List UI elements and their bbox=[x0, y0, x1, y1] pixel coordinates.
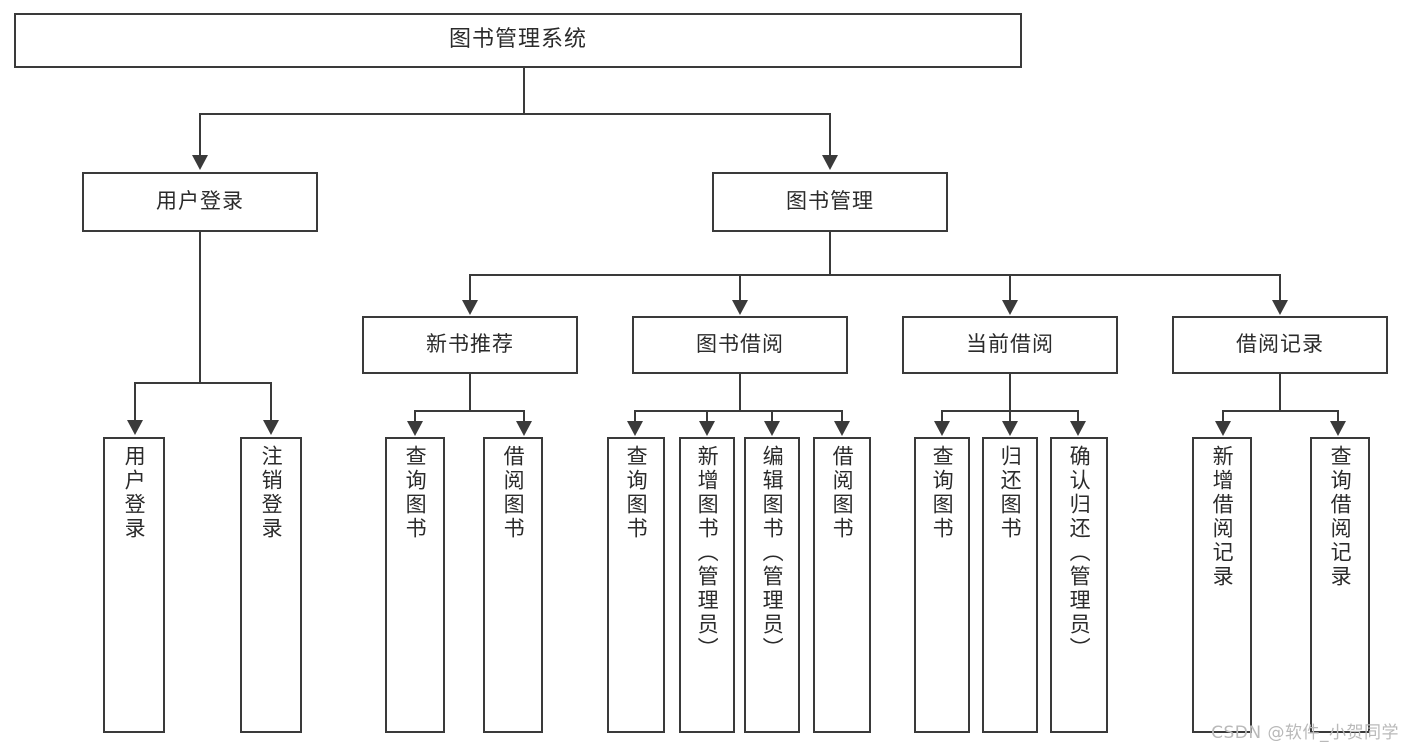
arrow-book-borrow-leaf-2 bbox=[699, 421, 715, 436]
node-label: 查询图书 bbox=[403, 445, 428, 541]
node-label: 图书管理系统 bbox=[448, 27, 587, 53]
arrow-book-mgmt-to-new-book bbox=[462, 300, 478, 315]
arrow-new-book-leaf-2 bbox=[516, 421, 532, 436]
connector-book-borrow-stem bbox=[739, 374, 741, 410]
arrow-root-to-user-login bbox=[192, 155, 208, 170]
node-current-borrow[interactable]: 当前借阅 bbox=[902, 316, 1118, 374]
node-book-borrow[interactable]: 图书借阅 bbox=[632, 316, 848, 374]
node-borrow-record[interactable]: 借阅记录 bbox=[1172, 316, 1388, 374]
leaf-book-borrow-query[interactable]: 查询图书 bbox=[607, 437, 665, 733]
node-label: 新增图书（管理员） bbox=[695, 445, 720, 661]
node-label: 编辑图书（管理员） bbox=[760, 445, 785, 661]
leaf-user-login-login[interactable]: 用户登录 bbox=[103, 437, 165, 733]
connector-book-mgmt-drop-4 bbox=[1279, 274, 1281, 302]
connector-new-book-stem bbox=[469, 374, 471, 410]
connector-current-borrow-drop-2 bbox=[1009, 410, 1011, 424]
node-book-management[interactable]: 图书管理 bbox=[712, 172, 948, 232]
node-label: 用户登录 bbox=[156, 189, 244, 214]
connector-book-mgmt-bus bbox=[469, 274, 1280, 276]
leaf-new-book-borrow[interactable]: 借阅图书 bbox=[483, 437, 543, 733]
node-label: 借阅图书 bbox=[830, 445, 855, 541]
connector-user-login-stem bbox=[199, 232, 201, 382]
leaf-current-borrow-confirm[interactable]: 确认归还（管理员） bbox=[1050, 437, 1108, 733]
leaf-book-borrow-borrow[interactable]: 借阅图书 bbox=[813, 437, 871, 733]
node-label: 确认归还（管理员） bbox=[1067, 445, 1092, 661]
node-label: 新增借阅记录 bbox=[1210, 445, 1235, 589]
connector-root-bus bbox=[199, 113, 831, 115]
leaf-book-borrow-edit[interactable]: 编辑图书（管理员） bbox=[744, 437, 800, 733]
connector-book-borrow-drop-1 bbox=[634, 410, 636, 424]
connector-user-login-bus bbox=[134, 382, 270, 384]
arrow-book-borrow-leaf-4 bbox=[834, 421, 850, 436]
node-label: 借阅图书 bbox=[501, 445, 526, 541]
connector-borrow-record-bus bbox=[1222, 410, 1339, 412]
arrow-book-borrow-leaf-1 bbox=[627, 421, 643, 436]
connector-book-borrow-drop-3 bbox=[771, 410, 773, 424]
leaf-new-book-query[interactable]: 查询图书 bbox=[385, 437, 445, 733]
connector-book-borrow-drop-4 bbox=[841, 410, 843, 424]
leaf-book-borrow-add[interactable]: 新增图书（管理员） bbox=[679, 437, 735, 733]
arrow-root-to-book-mgmt bbox=[822, 155, 838, 170]
connector-root-stem bbox=[523, 68, 525, 113]
leaf-current-borrow-query[interactable]: 查询图书 bbox=[914, 437, 970, 733]
arrow-current-borrow-leaf-2 bbox=[1002, 421, 1018, 436]
connector-borrow-record-drop-1 bbox=[1222, 410, 1224, 424]
arrow-current-borrow-leaf-1 bbox=[934, 421, 950, 436]
connector-current-borrow-stem bbox=[1009, 374, 1011, 410]
node-label: 借阅记录 bbox=[1236, 332, 1324, 357]
connector-book-mgmt-drop-2 bbox=[739, 274, 741, 302]
node-label: 图书管理 bbox=[786, 189, 874, 214]
node-label: 查询图书 bbox=[930, 445, 955, 541]
arrow-book-mgmt-to-book-borrow bbox=[732, 300, 748, 315]
arrow-borrow-record-leaf-1 bbox=[1215, 421, 1231, 436]
connector-borrow-record-drop-2 bbox=[1337, 410, 1339, 424]
arrow-borrow-record-leaf-2 bbox=[1330, 421, 1346, 436]
connector-book-mgmt-drop-1 bbox=[469, 274, 471, 302]
node-label: 新书推荐 bbox=[426, 332, 514, 357]
node-user-login[interactable]: 用户登录 bbox=[82, 172, 318, 232]
arrow-new-book-leaf-1 bbox=[407, 421, 423, 436]
arrow-book-mgmt-to-current-borrow bbox=[1002, 300, 1018, 315]
node-root-system[interactable]: 图书管理系统 bbox=[14, 13, 1022, 68]
arrow-user-login-leaf-2 bbox=[263, 420, 279, 435]
connector-book-borrow-bus bbox=[634, 410, 843, 412]
watermark: CSDN @软件_小贺同学 bbox=[1211, 723, 1399, 743]
node-label: 查询借阅记录 bbox=[1328, 445, 1353, 589]
connector-root-to-book-mgmt bbox=[829, 113, 831, 157]
connector-root-to-user-login bbox=[199, 113, 201, 157]
connector-current-borrow-drop-1 bbox=[941, 410, 943, 424]
leaf-borrow-record-add[interactable]: 新增借阅记录 bbox=[1192, 437, 1252, 733]
node-label: 注销登录 bbox=[259, 445, 284, 541]
node-label: 用户登录 bbox=[122, 445, 147, 541]
node-label: 查询图书 bbox=[624, 445, 649, 541]
node-label: 图书借阅 bbox=[696, 332, 784, 357]
connector-borrow-record-stem bbox=[1279, 374, 1281, 410]
arrow-current-borrow-leaf-3 bbox=[1070, 421, 1086, 436]
leaf-borrow-record-query[interactable]: 查询借阅记录 bbox=[1310, 437, 1370, 733]
connector-book-borrow-drop-2 bbox=[706, 410, 708, 424]
connector-book-mgmt-stem bbox=[829, 232, 831, 274]
leaf-current-borrow-return[interactable]: 归还图书 bbox=[982, 437, 1038, 733]
leaf-user-login-logout[interactable]: 注销登录 bbox=[240, 437, 302, 733]
node-label: 当前借阅 bbox=[966, 332, 1054, 357]
node-label: 归还图书 bbox=[998, 445, 1023, 541]
arrow-book-mgmt-to-borrow-record bbox=[1272, 300, 1288, 315]
connector-new-book-drop-1 bbox=[414, 410, 416, 424]
connector-book-mgmt-drop-3 bbox=[1009, 274, 1011, 302]
connector-user-login-drop-2 bbox=[270, 382, 272, 422]
connector-current-borrow-drop-3 bbox=[1077, 410, 1079, 424]
connector-user-login-drop-1 bbox=[134, 382, 136, 422]
arrow-book-borrow-leaf-3 bbox=[764, 421, 780, 436]
connector-new-book-bus bbox=[414, 410, 525, 412]
connector-new-book-drop-2 bbox=[523, 410, 525, 424]
node-new-book-recommend[interactable]: 新书推荐 bbox=[362, 316, 578, 374]
arrow-user-login-leaf-1 bbox=[127, 420, 143, 435]
